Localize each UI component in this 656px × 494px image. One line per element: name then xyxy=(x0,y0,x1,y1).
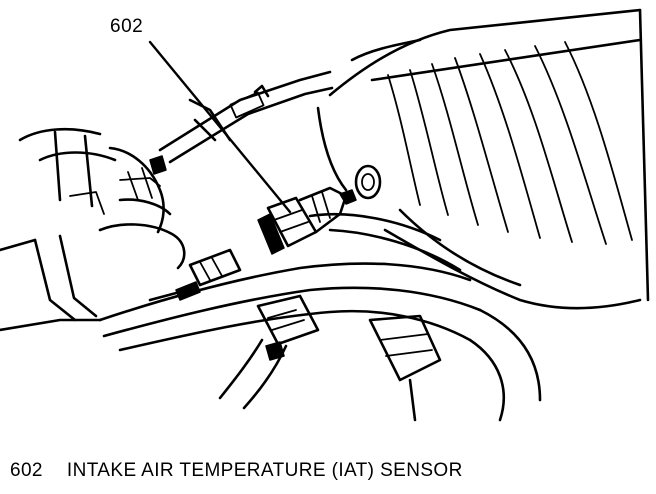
lower-connector xyxy=(218,294,320,410)
throttle-body-assembly xyxy=(0,98,232,332)
legend-label: INTAKE AIR TEMPERATURE (IAT) SENSOR xyxy=(66,460,463,481)
iat-sensor xyxy=(257,186,357,255)
housing-ribs xyxy=(387,41,633,245)
callout-leader-line xyxy=(148,40,292,214)
legend-number: 602 xyxy=(10,460,43,481)
harness-connector xyxy=(148,248,242,302)
housing-grommet xyxy=(354,164,382,200)
lower-bracket xyxy=(368,314,442,422)
callout-label-602: 602 xyxy=(110,16,144,37)
wiring-harness xyxy=(98,213,542,422)
legend-entry: 602 INTAKE AIR TEMPERATURE (IAT) SENSOR xyxy=(10,460,463,482)
